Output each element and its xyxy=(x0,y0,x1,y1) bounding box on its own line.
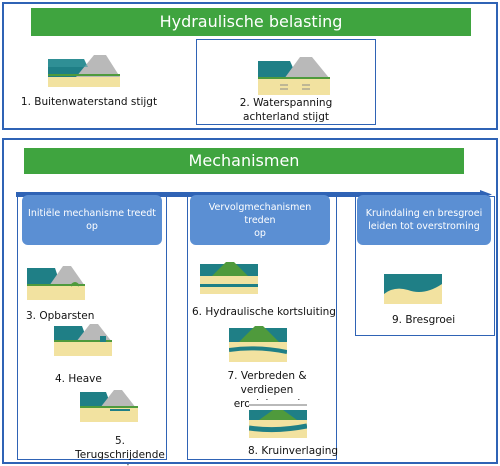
item-3-label: 3. Opbarsten xyxy=(26,310,95,322)
item-2-label-line2: achterland stijgt xyxy=(243,111,329,123)
backward-erosion-thumbnail xyxy=(80,388,138,422)
outer-water-level-thumbnail xyxy=(48,53,120,87)
column-breach-heading-line2: leiden tot overstroming xyxy=(368,221,480,232)
item-2-frame xyxy=(196,39,376,125)
column-follow-up-heading: Vervolgmechanismen treden op xyxy=(190,195,330,245)
item-2-label: 2. Waterspanning achterland stijgt xyxy=(200,96,372,124)
widen-deepen-channel-thumbnail xyxy=(229,322,287,362)
uplift-thumbnail xyxy=(27,264,85,300)
item-5-label-line1: 5. Terugschrijdende xyxy=(75,435,165,461)
item-9-label: 9. Bresgroei xyxy=(392,314,456,326)
column-breach-heading: Kruindaling en bresgroei leiden tot over… xyxy=(357,195,491,245)
progression-arrow xyxy=(16,184,492,199)
breach-growth-thumbnail xyxy=(384,270,442,304)
hydraulic-short-circuit-thumbnail xyxy=(200,260,258,294)
item-6-label: 6. Hydraulische kortsluiting xyxy=(192,306,336,318)
item-5-label: 5. Terugschrijdende erosie xyxy=(70,434,170,466)
item-8-label: 8. Kruinverlaging xyxy=(248,445,339,457)
column-follow-up-heading-line2: op xyxy=(254,227,266,239)
item-1-label: 1. Buitenwaterstand stijgt xyxy=(20,96,158,108)
hinterland-water-pressure-thumbnail xyxy=(258,55,330,95)
mechanisms-banner: Mechanismen xyxy=(24,148,464,174)
item-4-label: 4. Heave xyxy=(55,373,102,385)
heave-thumbnail xyxy=(54,322,112,356)
item-5-label-line2: erosie xyxy=(70,462,170,466)
item-7-label-line1: 7. Verbreden & verdiepen xyxy=(227,370,307,396)
hydraulic-load-banner: Hydraulische belasting xyxy=(31,8,471,36)
column-breach-heading-line1: Kruindaling en bresgroei xyxy=(365,208,483,219)
item-2-label-line1: 2. Waterspanning xyxy=(239,97,333,109)
column-follow-up-heading-line1: Vervolgmechanismen treden xyxy=(208,201,312,226)
mechanisms-section xyxy=(2,138,498,464)
crest-lowering-thumbnail xyxy=(249,400,307,438)
column-initial-heading: Initiële mechanisme treedt op xyxy=(22,195,162,245)
hydraulic-load-section xyxy=(2,2,498,130)
